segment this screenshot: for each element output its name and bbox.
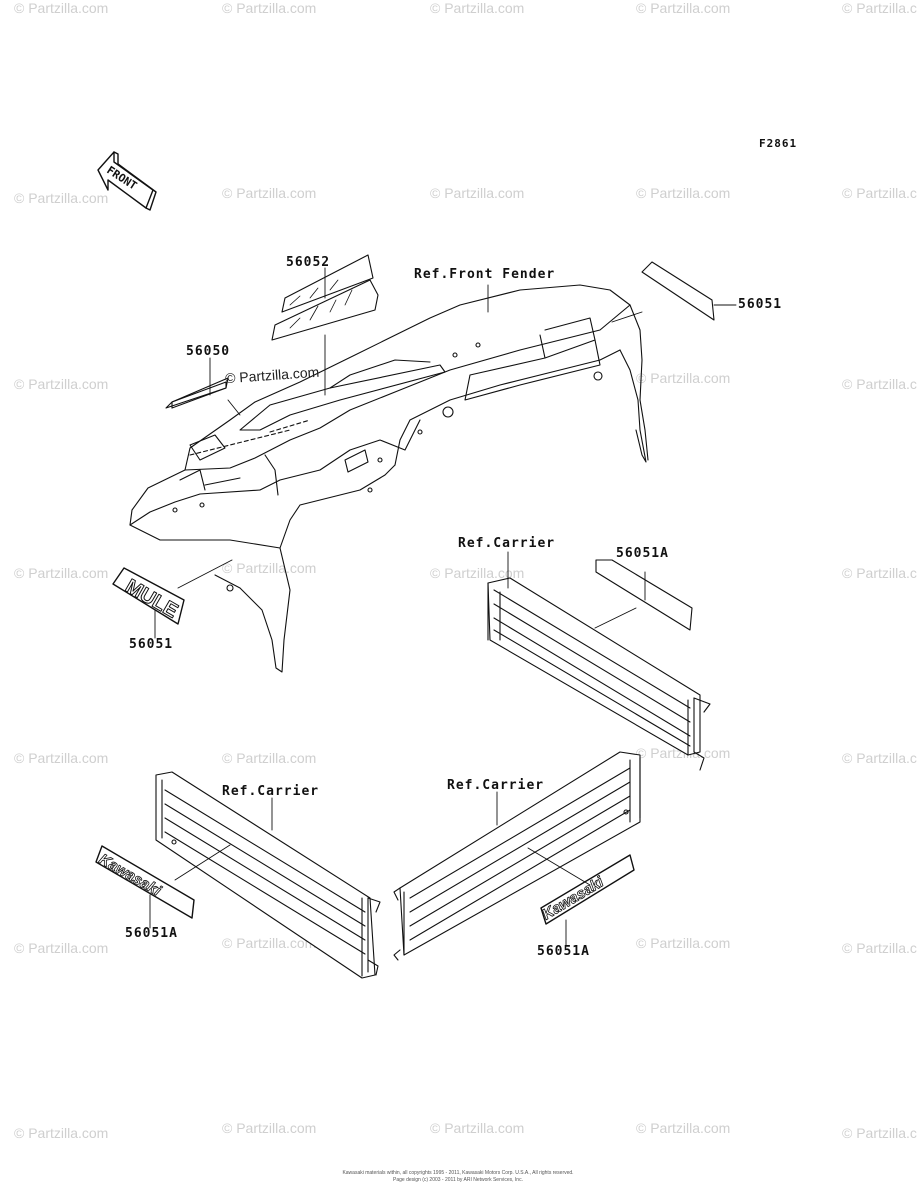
part-label-56051A-right: 56051A — [616, 546, 669, 561]
watermark: © Partzilla.com — [842, 565, 917, 581]
watermark: © Partzilla.com — [14, 190, 109, 206]
decal-56052 — [271, 254, 379, 341]
watermark: © Partzilla.com — [14, 750, 109, 766]
watermark: © Partzilla.com — [430, 1120, 525, 1136]
watermark: © Partzilla.com — [14, 1125, 109, 1141]
watermark: © Partzilla.com — [222, 935, 317, 951]
decal-mule: MULE — [112, 567, 185, 625]
leader-lines — [149, 267, 737, 946]
watermark: © Partzilla.com — [430, 185, 525, 201]
ref-carrier-right-label: Ref.Carrier — [458, 536, 556, 551]
front-fender-outline — [129, 284, 649, 673]
watermark: © Partzilla.com — [842, 376, 917, 392]
part-label-56051A-bottom-left: 56051A — [125, 926, 178, 941]
footer-copyright: Kawasaki materials within, all copyright… — [342, 1170, 574, 1176]
part-label-56052: 56052 — [286, 255, 331, 270]
watermark: © Partzilla.com — [222, 185, 317, 201]
watermark: © Partzilla.com — [842, 750, 917, 766]
decal-56051A-right — [595, 559, 693, 631]
watermark: © Partzilla.com — [222, 1120, 317, 1136]
part-label-56051-top: 56051 — [738, 297, 783, 312]
front-arrow-icon: FRONT — [97, 151, 157, 211]
carrier-panel-right — [487, 577, 711, 771]
watermark: © Partzilla.com — [14, 376, 109, 392]
watermark: © Partzilla.com — [636, 370, 731, 386]
watermark: © Partzilla.com — [842, 185, 917, 201]
kawasaki-decal-text-left: Kawasaki — [96, 851, 164, 900]
ref-carrier-left-label: Ref.Carrier — [222, 784, 320, 799]
kawasaki-decal-text-right: Kawasaki — [539, 873, 607, 923]
watermark: © Partzilla.com — [636, 1120, 731, 1136]
footer-page-design: Page design (c) 2003 - 2011 by ARI Netwo… — [393, 1177, 523, 1183]
watermark: © Partzilla.com — [842, 1125, 917, 1141]
carrier-panel-center — [393, 751, 641, 961]
watermark: © Partzilla.com — [842, 0, 917, 16]
watermark: © Partzilla.com — [222, 560, 317, 576]
part-label-56050: 56050 — [186, 344, 231, 359]
part-label-56051A-bottom-right: 56051A — [537, 944, 590, 959]
watermark: © Partzilla.com — [636, 935, 731, 951]
decal-kawasaki-left: Kawasaki — [95, 845, 195, 919]
watermark: © Partzilla.com — [222, 0, 317, 16]
watermark: © Partzilla.com — [14, 0, 109, 16]
watermark: © Partzilla.com — [842, 940, 917, 956]
ref-front-fender-label: Ref.Front Fender — [414, 267, 556, 282]
watermark: © Partzilla.com — [430, 565, 525, 581]
watermark: © Partzilla.com — [430, 0, 525, 16]
part-label-56051-left: 56051 — [129, 637, 174, 652]
ref-carrier-center-label: Ref.Carrier — [447, 778, 545, 793]
decal-56050 — [165, 377, 229, 409]
watermark: © Partzilla.com — [636, 185, 731, 201]
watermark: © Partzilla.com — [14, 565, 109, 581]
decal-56051-top — [641, 261, 715, 321]
watermark: © Partzilla.com — [14, 940, 109, 956]
carrier-panel-left — [155, 771, 381, 979]
watermark: © Partzilla.com — [636, 0, 731, 16]
watermark: © Partzilla.com — [222, 750, 317, 766]
watermark: © Partzilla.com — [636, 745, 731, 761]
diagram-code: F2861 — [759, 137, 798, 150]
